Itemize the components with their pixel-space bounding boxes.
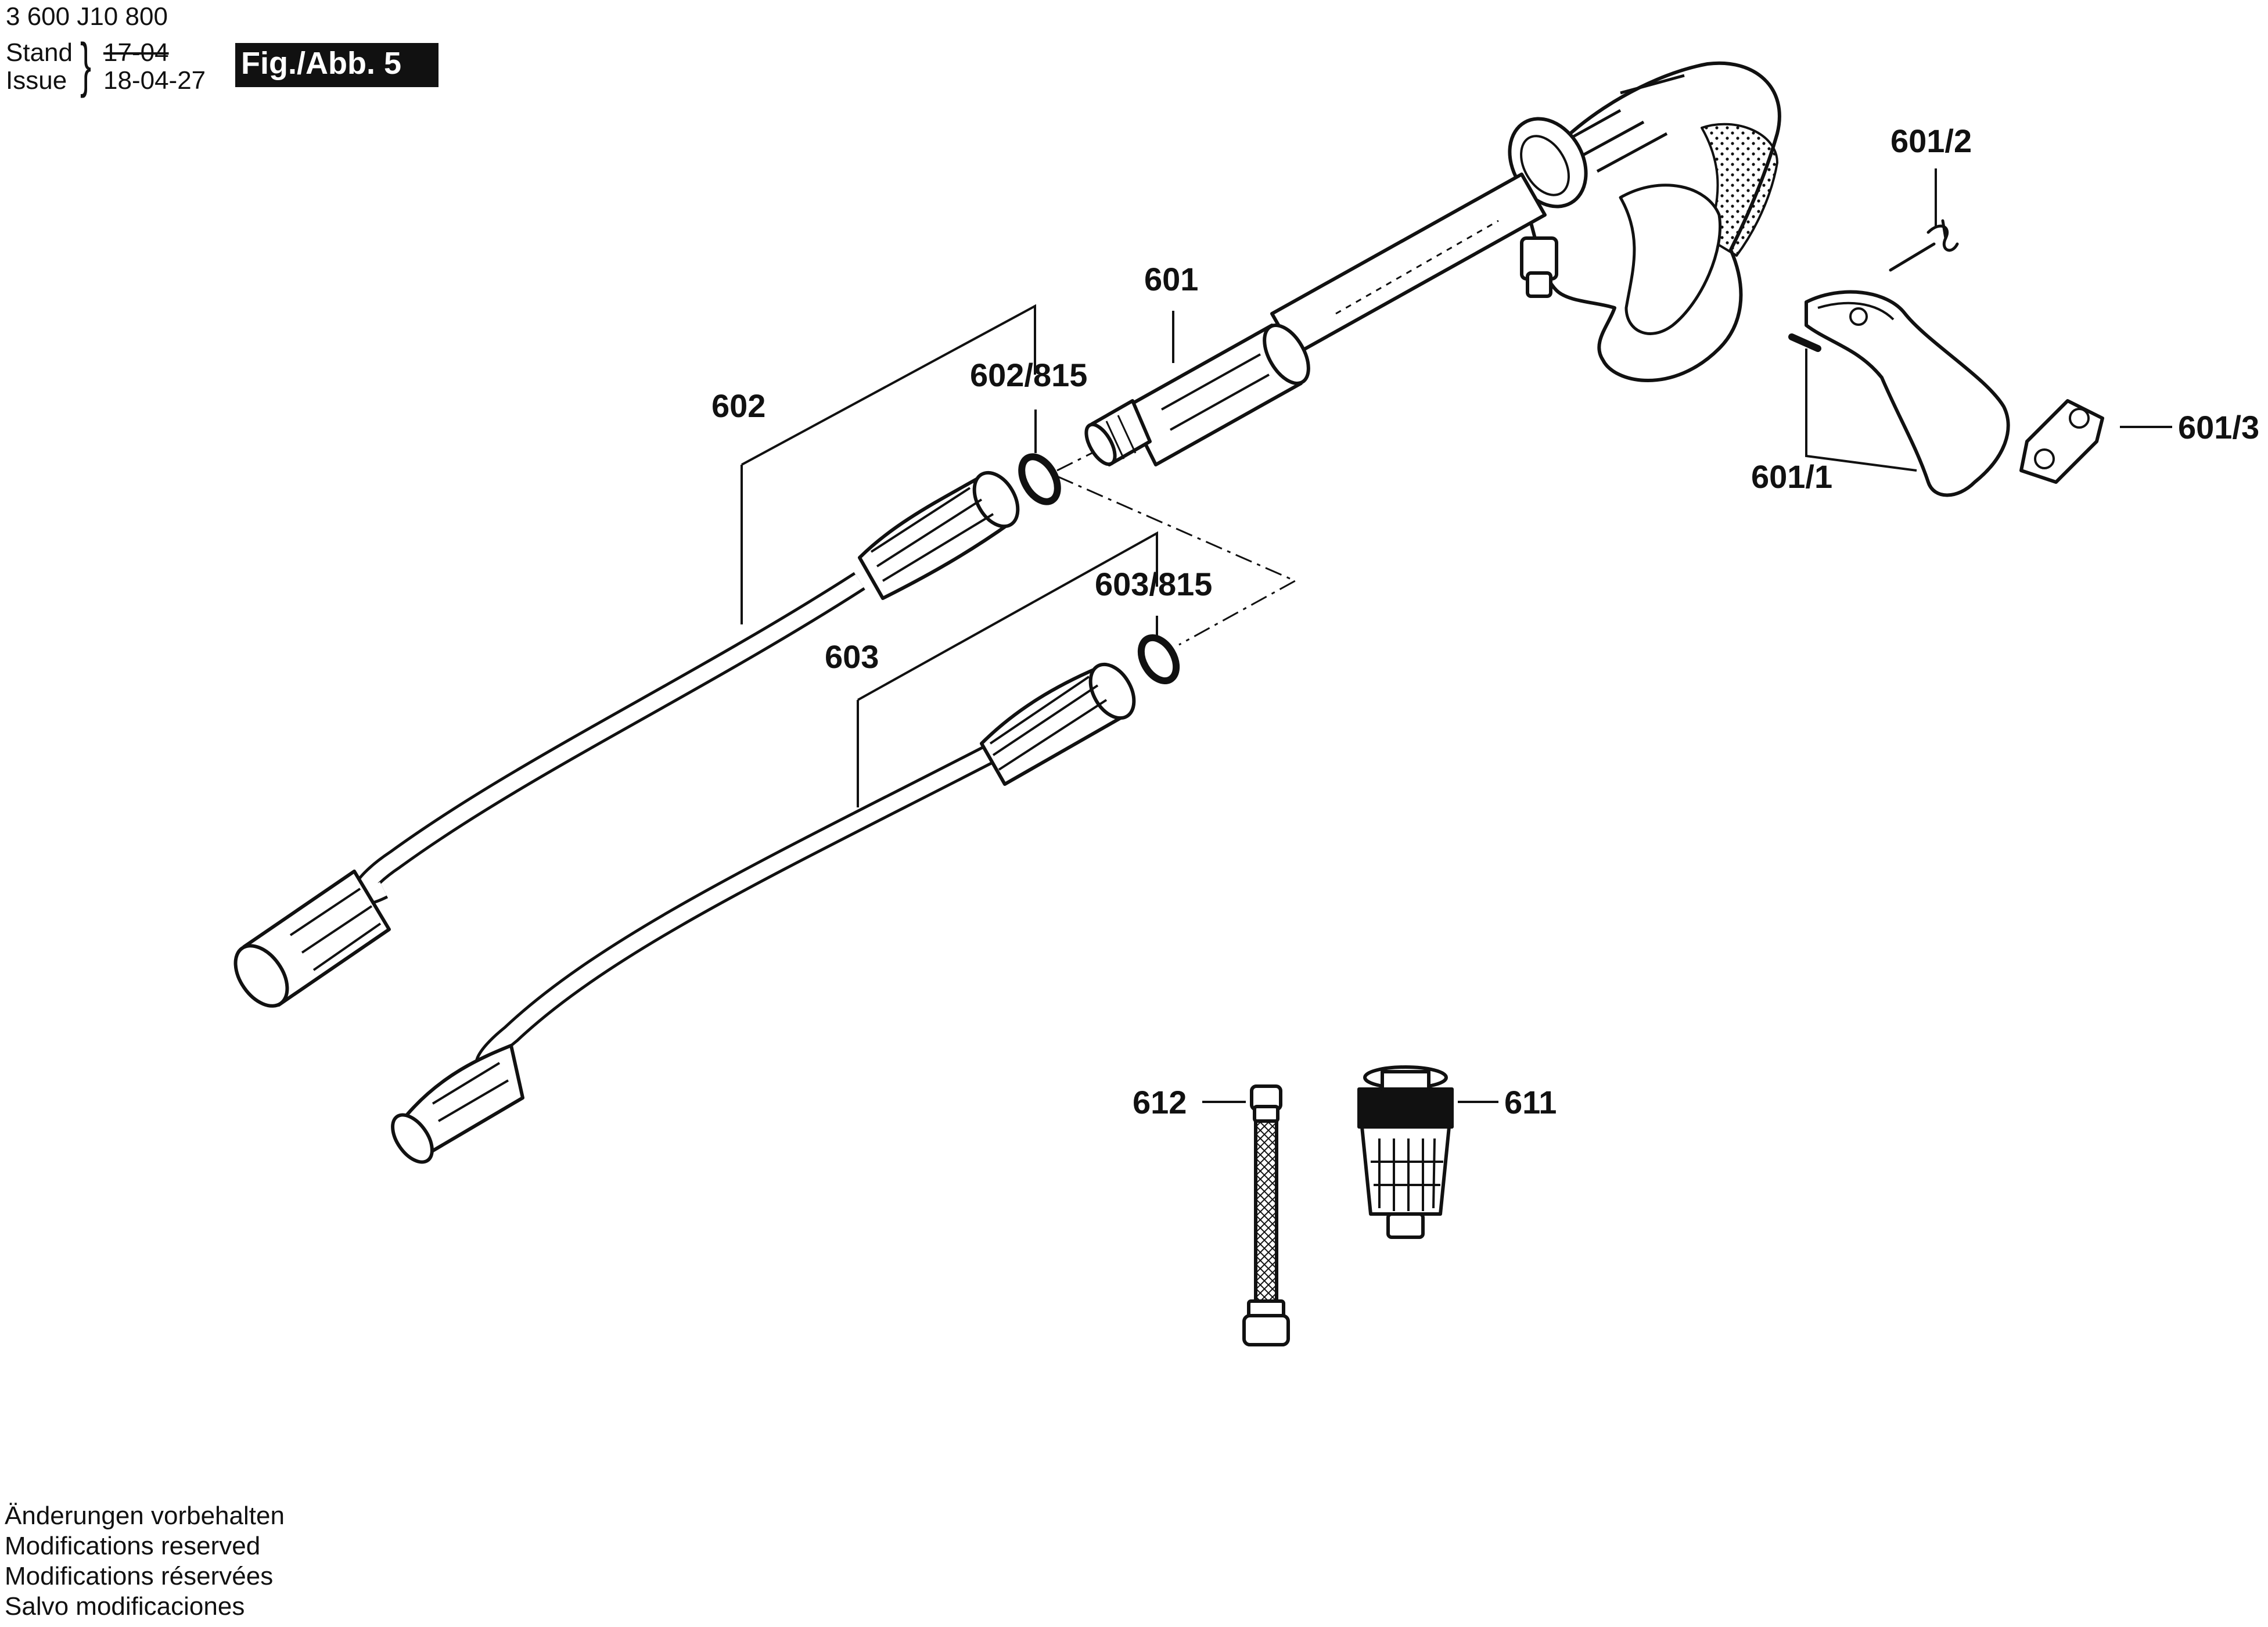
assembly-lines [1056,452,1297,646]
leader-lines [741,168,2172,1103]
o-ring-602-815 [1018,453,1061,505]
label-602: 602 [711,387,765,424]
lance-603 [391,662,1136,1164]
label-611: 611 [1504,1084,1557,1120]
disclaimer-line-en: Modifications reserved [5,1532,261,1560]
label-601: 601 [1144,261,1198,297]
spray-gun-601 [1508,61,1781,382]
label-612: 612 [1133,1084,1187,1120]
o-ring-603-815 [1137,634,1180,684]
label-603: 603 [825,638,879,675]
trigger-601-1 [1805,290,2010,497]
water-filter-611 [1357,1065,1454,1239]
issue-label: Issue [6,66,67,95]
pin [1788,333,1821,352]
brace-icon: } [80,31,92,99]
disclaimer-line-es: Salvo modificaciones [5,1592,245,1621]
stand-label: Stand [6,38,73,67]
label-601-1: 601/1 [1751,458,1832,495]
disclaimer-line-de: Änderungen vorbehalten [5,1502,285,1530]
disclaimer-line-fr: Modifications réservées [5,1562,274,1590]
label-603-815: 603/815 [1095,566,1212,602]
spring-601-2 [1889,219,1959,272]
hose-612 [1242,1084,1290,1346]
gun-barrel [1084,173,1547,466]
document-number: 3 600 J10 800 [6,2,168,31]
stand-date: 17-04 [103,38,169,67]
label-601-2: 601/2 [1890,123,1972,159]
clip-601-3 [2019,399,2104,484]
lance-602 [233,470,1020,1008]
label-602-815: 602/815 [970,357,1087,393]
label-601-3: 601/3 [2178,409,2259,446]
issue-date: 18-04-27 [103,66,206,95]
figure-label-box [235,43,438,87]
figure-label: Fig./Abb. 5 [241,46,401,81]
